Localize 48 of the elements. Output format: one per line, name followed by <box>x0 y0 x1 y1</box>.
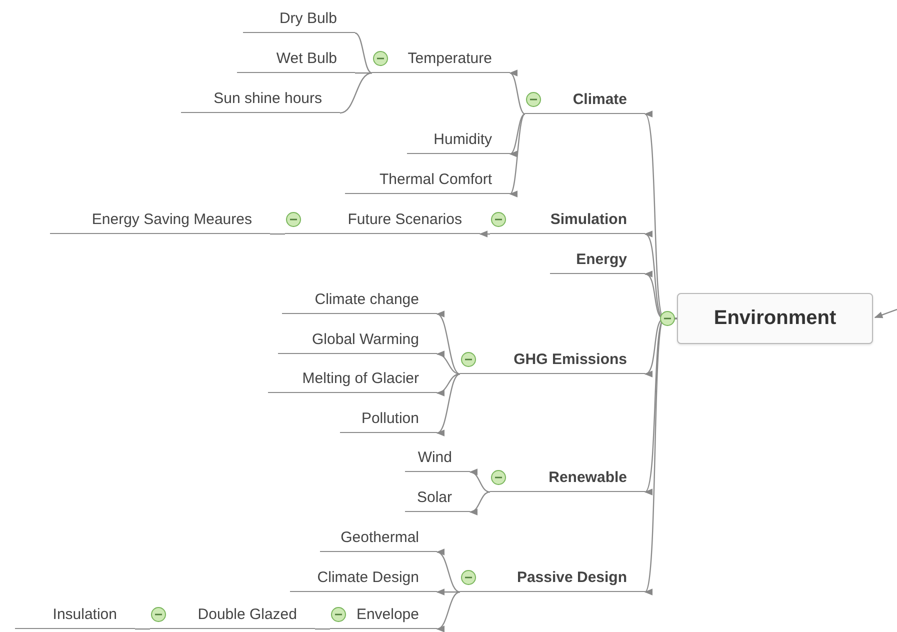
topic-label: Future Scenarios <box>348 211 462 229</box>
branch-connector <box>355 72 372 74</box>
topic-label: Global Warming <box>312 331 419 349</box>
topic-label: Wind <box>418 449 452 467</box>
branch-connector <box>436 352 460 375</box>
branch-connector <box>436 591 460 630</box>
topic-label: Simulation <box>550 211 627 229</box>
topic-label: Wet Bulb <box>276 50 337 68</box>
topic-label: Dry Bulb <box>279 10 337 28</box>
topic-label: Geothermal <box>340 529 419 547</box>
branch-connector <box>135 628 150 630</box>
branch-connector <box>509 72 526 115</box>
topic-label: Climate Design <box>317 569 419 587</box>
topic-label: Humidity <box>434 131 492 149</box>
topic-label: Solar <box>416 489 452 507</box>
topic-label: Insulation <box>52 606 117 624</box>
topic-label: Climate <box>572 91 627 109</box>
branch-connector <box>644 318 677 593</box>
topic-label: Climate change <box>314 291 419 309</box>
topic-label: GHG Emissions <box>514 351 627 369</box>
branch-connector <box>509 114 526 195</box>
branch-connector <box>354 32 372 74</box>
topic-label: Thermal Comfort <box>379 171 492 189</box>
branch-connector <box>340 72 372 114</box>
topic-label: Temperature <box>408 50 492 68</box>
topic-label: Envelope <box>356 606 419 624</box>
branch-connector <box>436 313 460 375</box>
branch-connector <box>270 233 285 235</box>
topic-label: Double Glazed <box>198 606 297 624</box>
branch-connector <box>469 491 490 514</box>
topic-label: Pollution <box>361 410 419 428</box>
central-topic-box <box>677 293 873 344</box>
branch-connector <box>469 470 490 493</box>
topic-label: Energy <box>576 251 627 269</box>
branch-connector <box>436 373 460 434</box>
branch-connector <box>436 373 460 396</box>
topic-label: Passive Design <box>516 569 627 587</box>
central-topic-label: Environment <box>714 307 836 330</box>
topic-label: Sun shine hours <box>214 90 322 108</box>
branch-connector <box>436 588 460 596</box>
branch-connector <box>874 308 897 318</box>
branch-connector <box>479 230 490 238</box>
branch-connector <box>509 113 526 155</box>
topic-label: Melting of Glacier <box>302 370 419 388</box>
topic-label: Renewable <box>548 469 627 487</box>
branch-connector <box>315 628 330 630</box>
branch-connector <box>436 550 460 593</box>
topic-label: Energy Saving Meaures <box>92 211 252 229</box>
